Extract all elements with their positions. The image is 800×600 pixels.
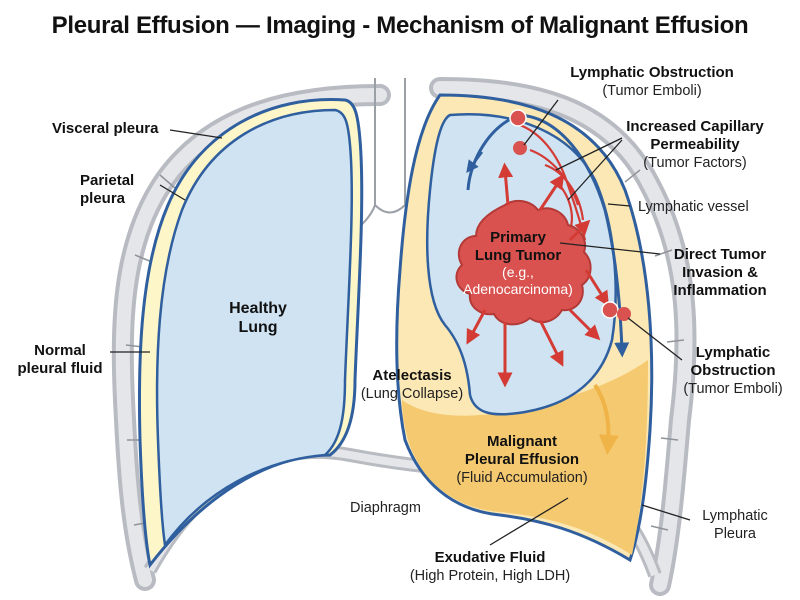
healthy-lung <box>155 108 353 549</box>
label-capillary-permeability-2: Permeability <box>650 136 740 153</box>
label-visceral-pleura: Visceral pleura <box>52 120 159 137</box>
label-direct-invasion: Direct Tumor <box>674 246 766 263</box>
label-atelectasis-sub: (Lung Collapse) <box>361 386 463 402</box>
label-primary-tumor: Primary <box>490 229 547 246</box>
rib-segments <box>125 169 685 531</box>
label-exudative-fluid: Exudative Fluid <box>435 549 546 566</box>
label-lymph-obstruction-top: Lymphatic Obstruction <box>570 64 734 81</box>
label-parietal-pleura-2: pleura <box>80 190 126 207</box>
label-lymphatic-pleura-2: Pleura <box>714 526 757 542</box>
label-healthy-lung-2: Lung <box>238 319 277 336</box>
lymphatic-vessel <box>466 113 630 358</box>
malignant-effusion-fluid <box>402 360 648 555</box>
label-diaphragm: Diaphragm <box>350 500 421 516</box>
label-primary-tumor-2: Lung Tumor <box>475 247 562 264</box>
label-direct-invasion-2: Invasion & <box>682 264 758 281</box>
tumor-spread-arrows <box>466 162 610 388</box>
label-capillary-permeability: Increased Capillary <box>626 118 764 135</box>
label-lymphatic-pleura: Lymphatic <box>702 508 768 524</box>
label-healthy-lung: Healthy <box>229 300 287 317</box>
tumor-emboli <box>509 109 631 321</box>
label-lymphatic-vessel: Lymphatic vessel <box>638 199 749 215</box>
label-atelectasis: Atelectasis <box>372 367 451 384</box>
label-malignant-effusion-sub: (Fluid Accumulation) <box>456 470 587 486</box>
label-malignant-effusion-2: Pleural Effusion <box>465 451 579 468</box>
label-capillary-permeability-sub: (Tumor Factors) <box>643 155 746 171</box>
label-primary-tumor-type: Adenocarcinoma) <box>463 281 573 297</box>
label-lymph-obstruction-right-sub: (Tumor Emboli) <box>683 381 782 397</box>
label-parietal-pleura: Parietal <box>80 172 134 189</box>
label-lymph-obstruction-right: Lymphatic <box>696 344 770 361</box>
label-direct-invasion-3: Inflammation <box>673 282 766 299</box>
lymphatic-vessel-branch <box>466 151 483 173</box>
leader-lines <box>110 99 691 546</box>
label-primary-tumor-eg: (e.g., <box>502 264 534 280</box>
label-normal-fluid: Normal <box>34 342 86 359</box>
label-exudative-fluid-sub: (High Protein, High LDH) <box>410 568 570 584</box>
label-malignant-effusion: Malignant <box>487 433 557 450</box>
right-rib-wall-inner <box>433 81 693 592</box>
fluid-flow-arrow <box>593 383 619 455</box>
label-lymph-obstruction-right-2: Obstruction <box>691 362 776 379</box>
label-lymph-obstruction-top-sub: (Tumor Emboli) <box>602 83 701 99</box>
page-title: Pleural Effusion — Imaging - Mechanism o… <box>51 12 749 39</box>
label-normal-fluid-2: pleural fluid <box>17 360 102 377</box>
primary-tumor <box>455 199 592 326</box>
